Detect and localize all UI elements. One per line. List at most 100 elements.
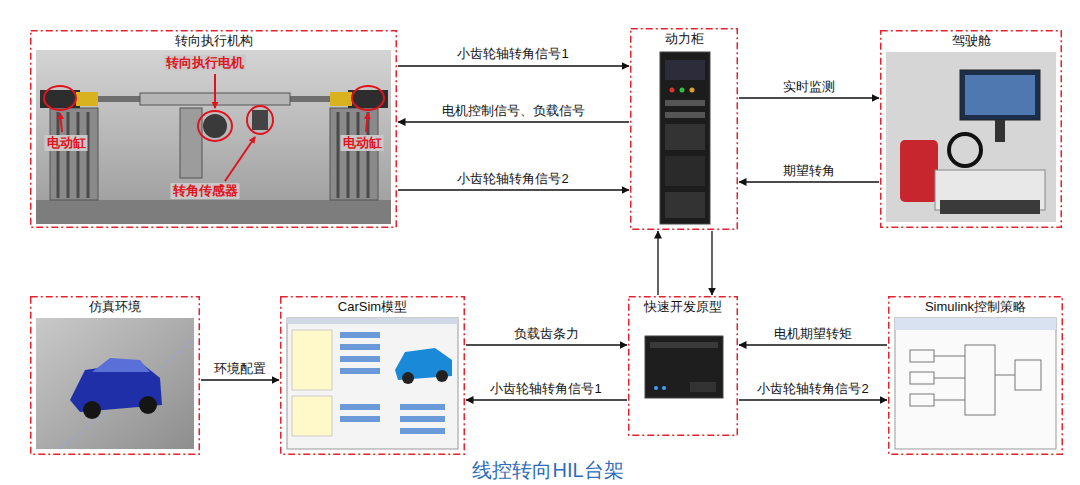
illustration-part	[180, 108, 202, 178]
illustration-part	[665, 100, 705, 106]
illustration-part	[76, 92, 98, 106]
illustration-part	[1015, 360, 1041, 390]
illustration-part	[340, 368, 380, 374]
signal-arrow	[398, 65, 629, 66]
illustration-part	[665, 192, 705, 218]
illustration-part	[287, 318, 458, 324]
illustration-part	[337, 112, 340, 198]
illustration-part	[352, 86, 384, 110]
illustration-part	[910, 372, 934, 384]
illustration-part	[340, 332, 445, 434]
signal-label: 小齿轮轴转角信号2	[455, 171, 570, 187]
signal-arrow	[398, 189, 629, 190]
signal-label: 实时监测	[781, 79, 837, 95]
signal-arrow	[657, 231, 658, 295]
illustration-part	[92, 358, 150, 372]
illustration-part	[340, 332, 380, 338]
dashed-outline	[889, 297, 1063, 455]
illustration-part	[900, 140, 938, 202]
panel-box: Simulink控制策略	[888, 296, 1063, 455]
dashed-outline	[881, 31, 1062, 228]
panel-box: 仿真环境	[30, 296, 200, 455]
illustration-part	[347, 112, 350, 198]
illustration-part	[139, 396, 157, 414]
panel-title: 驾驶舱	[949, 33, 994, 49]
signal-label: 小齿轮轴转角信号2	[755, 381, 870, 397]
illustration-part	[87, 112, 90, 198]
illustration-part	[910, 350, 934, 362]
illustration-part	[660, 52, 710, 224]
signal-label: 电机期望转矩	[772, 326, 854, 342]
illustration-part	[340, 344, 380, 350]
signal-arrow	[398, 121, 629, 122]
panel-title: Simulink控制策略	[922, 299, 1029, 315]
illustration-part	[665, 156, 705, 186]
steering-rig-photo	[36, 50, 391, 224]
figure-caption: 线控转向HIL台架	[472, 458, 623, 482]
illustration-part	[67, 112, 70, 198]
illustration-part	[340, 416, 380, 422]
illustration-part	[645, 336, 723, 398]
illustration-part	[995, 120, 1005, 142]
illustration-part	[895, 318, 1056, 449]
illustration-part	[357, 112, 360, 198]
illustration-part	[400, 416, 445, 422]
panel-title: 仿真环境	[86, 299, 144, 315]
illustration-part	[292, 330, 332, 390]
dashed-outline	[629, 297, 738, 436]
part-name: 转角传感器	[171, 183, 240, 199]
illustration-part	[57, 112, 60, 198]
illustration-part	[330, 108, 378, 200]
illustration-part	[60, 113, 62, 132]
illustration-part	[665, 112, 705, 118]
simulink-screenshot	[895, 318, 1056, 449]
illustration-part	[247, 106, 273, 134]
dashed-outline	[30, 296, 200, 455]
panel-title: CarSim模型	[335, 299, 410, 315]
illustration-part	[650, 342, 718, 348]
illustration-part	[690, 88, 695, 93]
illustration-part	[665, 124, 705, 150]
illustration-part	[934, 356, 965, 357]
dashed-outline	[880, 30, 1062, 228]
illustration-part	[36, 50, 391, 224]
dashed-outline	[631, 29, 738, 230]
illustration-part	[436, 370, 448, 382]
illustration-part	[225, 137, 255, 181]
illustration-part	[960, 70, 1040, 120]
part-name: 电动缸	[45, 135, 88, 151]
panel-box: CarSim模型	[280, 296, 465, 455]
illustration-part	[50, 108, 98, 200]
illustration-part	[36, 318, 194, 449]
power-cabinet-picture	[660, 52, 710, 224]
illustration-part	[680, 88, 685, 93]
illustration-part	[654, 386, 658, 390]
signal-arrow	[466, 344, 627, 345]
signal-label: 小齿轮轴转角信号1	[488, 381, 603, 397]
dashed-outline	[280, 296, 465, 455]
illustration-part	[910, 345, 1041, 415]
signal-arrow	[201, 379, 279, 380]
illustration-part	[895, 318, 1056, 330]
dashed-outline	[630, 28, 738, 230]
illustration-part	[60, 340, 194, 449]
illustration-part	[340, 404, 380, 410]
signal-label: 电机控制信号、负载信号	[440, 103, 587, 119]
illustration-part	[940, 200, 1040, 214]
illustration-part	[292, 396, 332, 436]
illustration-part	[58, 112, 368, 198]
illustration-part	[662, 386, 666, 390]
panel-title: 转向执行机构	[172, 33, 256, 49]
dashed-outline	[31, 297, 200, 455]
dashed-outline	[888, 296, 1063, 455]
illustration-part	[330, 92, 352, 106]
rapid-prototype-picture	[645, 336, 723, 398]
signal-label: 负载齿条力	[512, 326, 581, 342]
signal-arrow	[711, 231, 712, 295]
illustration-part	[340, 356, 380, 362]
panel-box: 驾驶舱	[880, 30, 1062, 228]
illustration-part	[367, 112, 370, 198]
illustration-part	[690, 382, 716, 392]
